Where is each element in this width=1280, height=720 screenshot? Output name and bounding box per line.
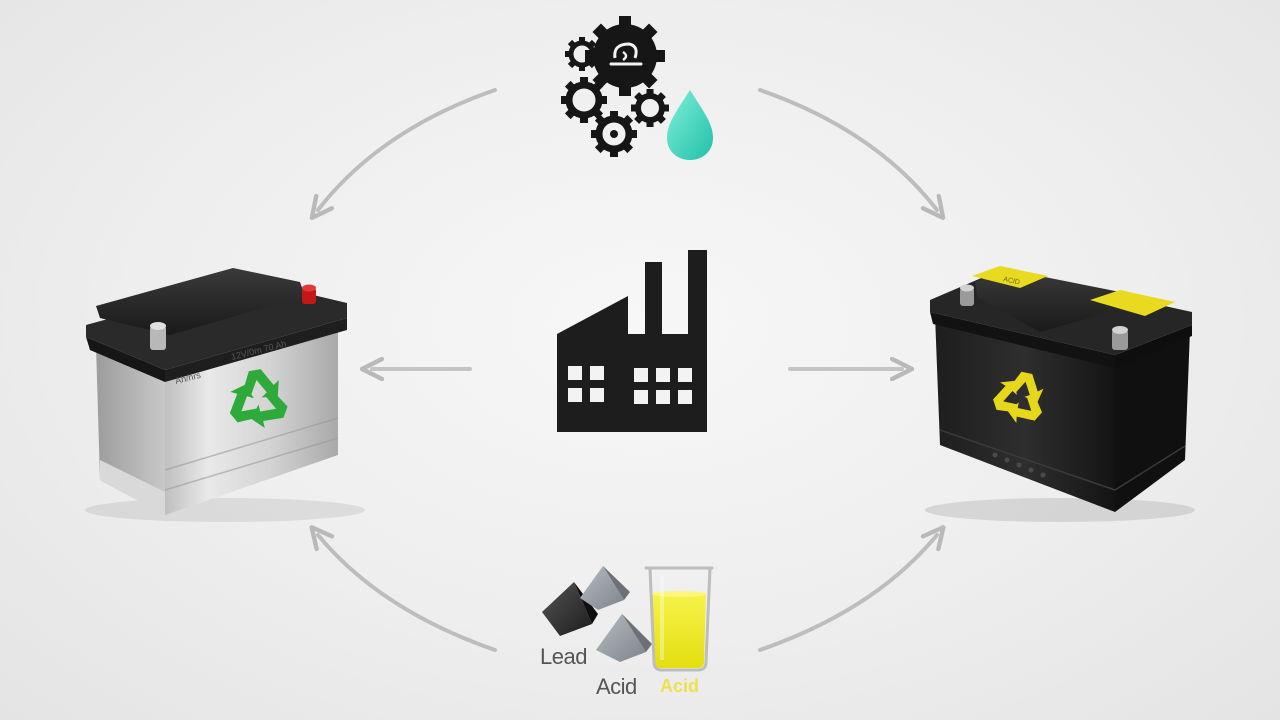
beaker-icon xyxy=(644,566,714,672)
beaker-acid-label: Acid xyxy=(660,676,700,696)
arrow-icon xyxy=(758,535,937,652)
lead-label: Lead xyxy=(540,644,587,669)
factory-icon xyxy=(557,250,707,432)
arrow-icon xyxy=(318,535,497,652)
water-drop-icon xyxy=(667,90,713,160)
cycle-arrows xyxy=(318,88,937,652)
gears-icon xyxy=(561,16,669,157)
battery-icon: 12V/0m 70 Ah Ah/hrs xyxy=(85,268,365,522)
lead-ore-icon xyxy=(542,566,652,662)
arrow-icon xyxy=(318,88,497,210)
arrow-icon xyxy=(758,88,937,210)
acid-label: Acid xyxy=(596,674,637,699)
recycle-icon xyxy=(229,369,288,429)
recycle-icon xyxy=(993,371,1044,423)
battery-icon: ACID xyxy=(925,266,1195,522)
sticker-text: ACID xyxy=(1003,276,1021,286)
